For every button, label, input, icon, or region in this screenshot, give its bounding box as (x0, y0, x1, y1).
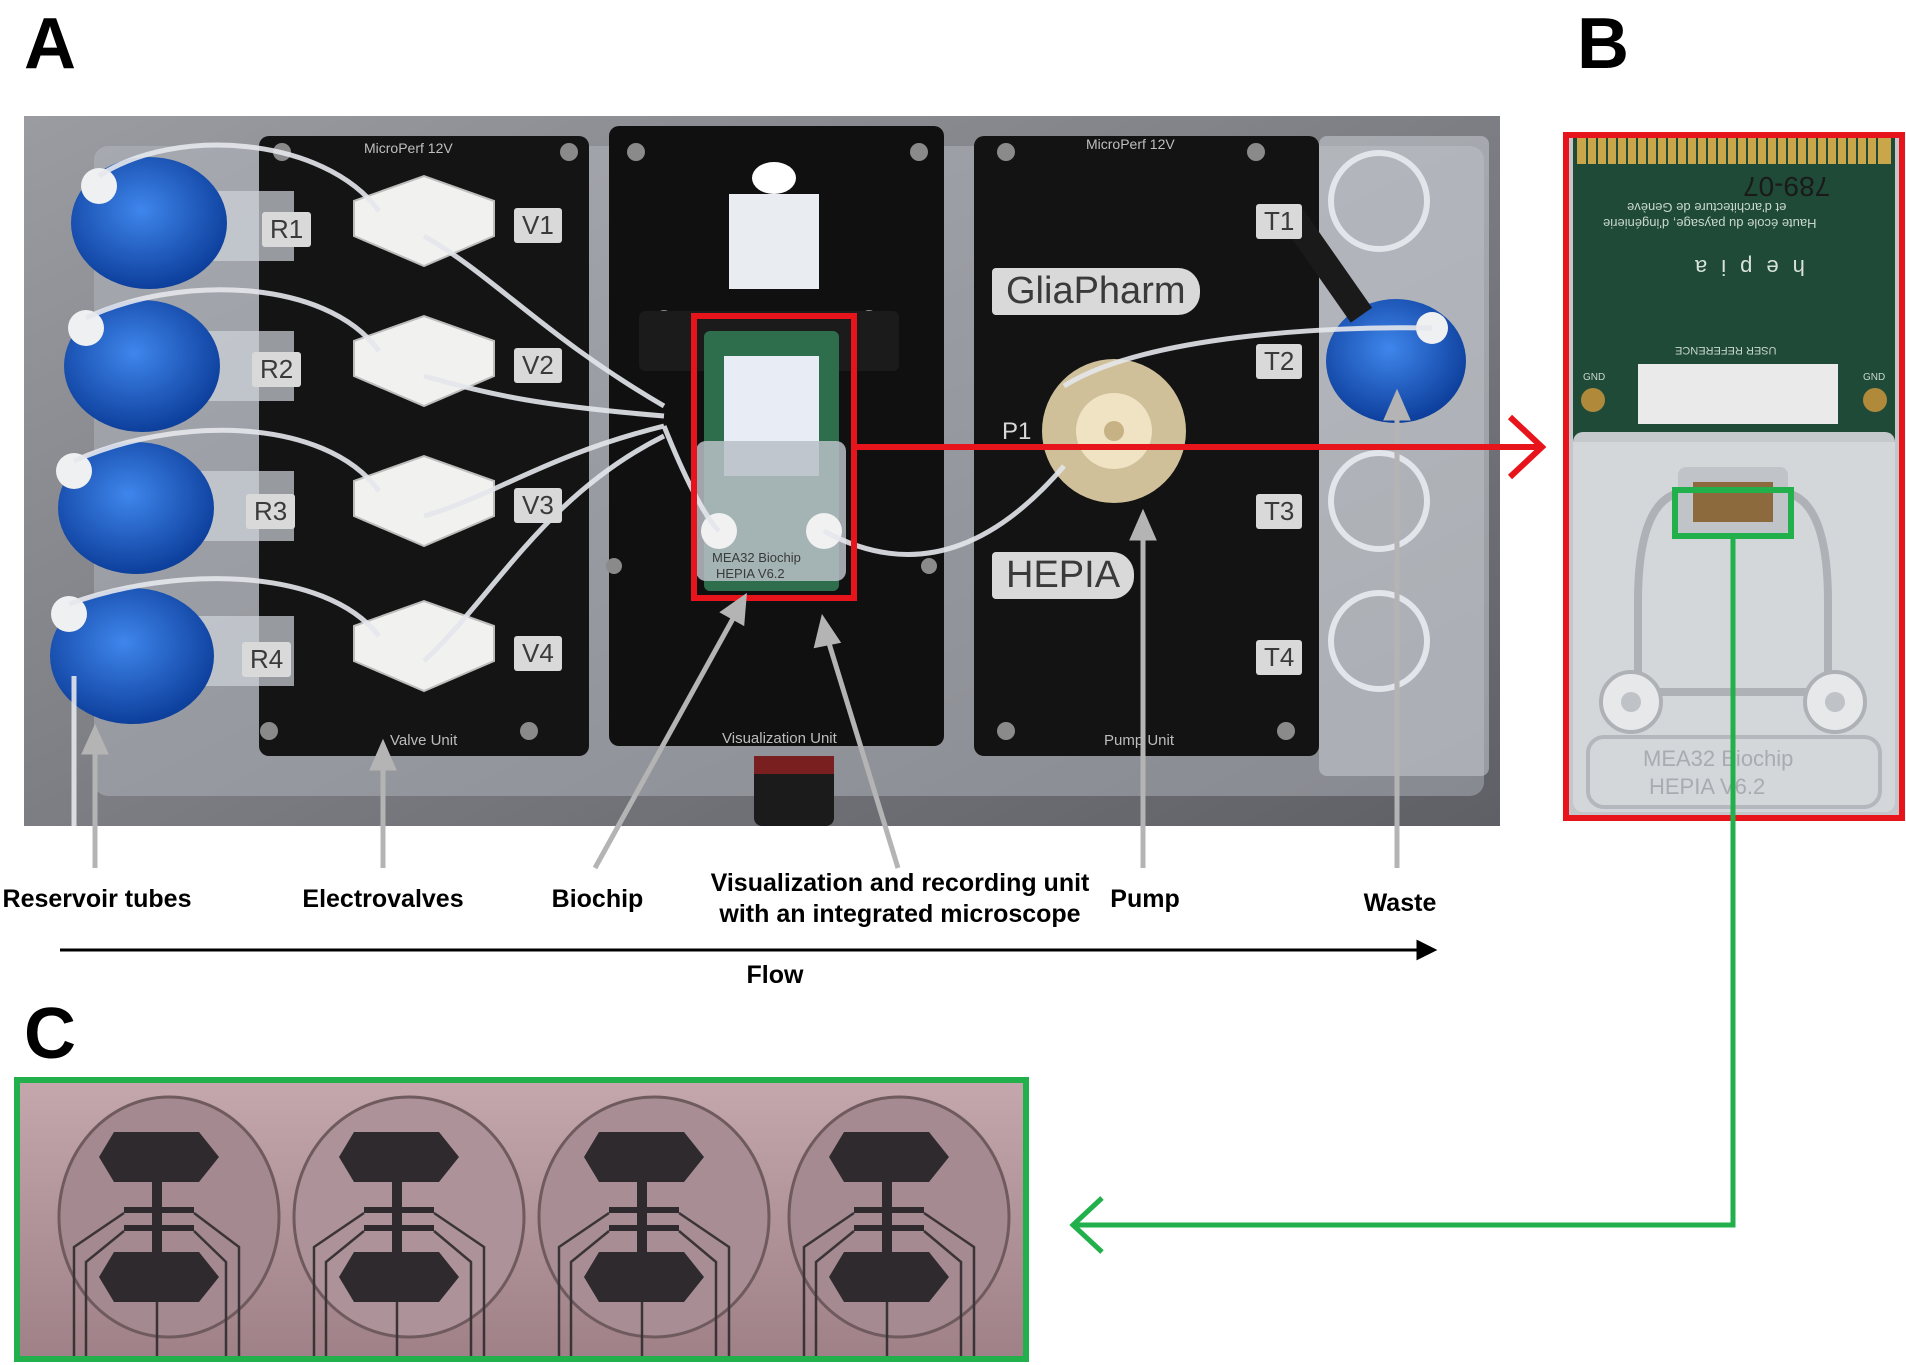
board-chip-label-line1: MEA32 Biochip (1643, 746, 1794, 771)
reservoir-tag-4: R4 (242, 642, 292, 677)
hepia-sticker: HEPIA (992, 552, 1135, 599)
reservoir-tag-1: R1 (262, 212, 312, 247)
board-chip-label-line2: HEPIA V6.2 (1649, 774, 1766, 799)
board-gnd-left: GND (1583, 372, 1606, 383)
label-waste: Waste (1363, 889, 1437, 917)
panel-label-b: B (1577, 4, 1629, 84)
board-header-line2: et d'architecture de Genève (1627, 200, 1787, 215)
valve-tag-2: V2 (514, 348, 562, 383)
visualization-unit-footer: Visualization Unit (722, 730, 837, 747)
label-pump: Pump (1110, 885, 1180, 913)
flow-arrow-head (1416, 939, 1438, 961)
reservoir-tag-3: R3 (246, 494, 296, 529)
valve-unit (259, 136, 589, 756)
pump-tag: P1 (1002, 418, 1032, 445)
waste-tag-3: T3 (1256, 494, 1303, 529)
pump-unit-header: MicroPerf 12V (1086, 136, 1175, 152)
glia-sticker: GliaPharm (992, 268, 1200, 315)
label-electrovalves: Electrovalves (302, 885, 464, 913)
chip-label-line2: HEPIA V6.2 (716, 566, 785, 581)
label-reservoir-tubes: Reservoir tubes (2, 885, 192, 913)
pump-unit-footer: Pump Unit (1104, 732, 1175, 749)
biochip-highlight-box (691, 313, 857, 601)
electrode-array-micrograph (14, 1077, 1029, 1362)
valve-unit-header: MicroPerf 12V (364, 140, 453, 156)
valve-tag-3: V3 (514, 488, 562, 523)
green-arrow-head (1069, 1196, 1104, 1254)
waste-tag-2: T2 (1256, 344, 1303, 379)
label-flow: Flow (746, 961, 804, 989)
waste-tag-1: T1 (1256, 204, 1303, 239)
chip-label-line1: MEA32 Biochip (712, 550, 801, 565)
perfusion-device-photo: R1 R2 R3 R4 V1 V2 V3 V4 T1 T2 T3 T4 P1 M… (24, 116, 1500, 826)
label-biochip: Biochip (551, 885, 644, 913)
board-serial: 789-07 (1743, 171, 1831, 202)
biochip-board-photo: Haute école du paysage, d'ingénierie et … (1563, 132, 1905, 821)
board-gnd-right: GND (1863, 372, 1886, 383)
reservoir-tag-2: R2 (252, 352, 302, 387)
red-arrow-head (1507, 414, 1547, 480)
panel-label-a: A (24, 4, 76, 84)
reservoir-caps (50, 157, 294, 724)
valve-tag-1: V1 (514, 208, 562, 243)
board-user-reference-label: USER REFERENCE (1675, 344, 1777, 356)
panel-label-c: C (24, 994, 76, 1074)
label-visualization-line1: Visualization and recording unit (710, 869, 1090, 897)
board-logo: hepia (1681, 255, 1805, 280)
tubing (68, 142, 1433, 826)
valve-unit-footer: Valve Unit (390, 732, 458, 749)
waste-tag-4: T4 (1256, 640, 1303, 675)
board-header-line1: Haute école du paysage, d'ingénierie (1603, 216, 1817, 231)
label-visualization-line2: with an integrated microscope (719, 900, 1081, 928)
valve-tag-4: V4 (514, 636, 562, 671)
